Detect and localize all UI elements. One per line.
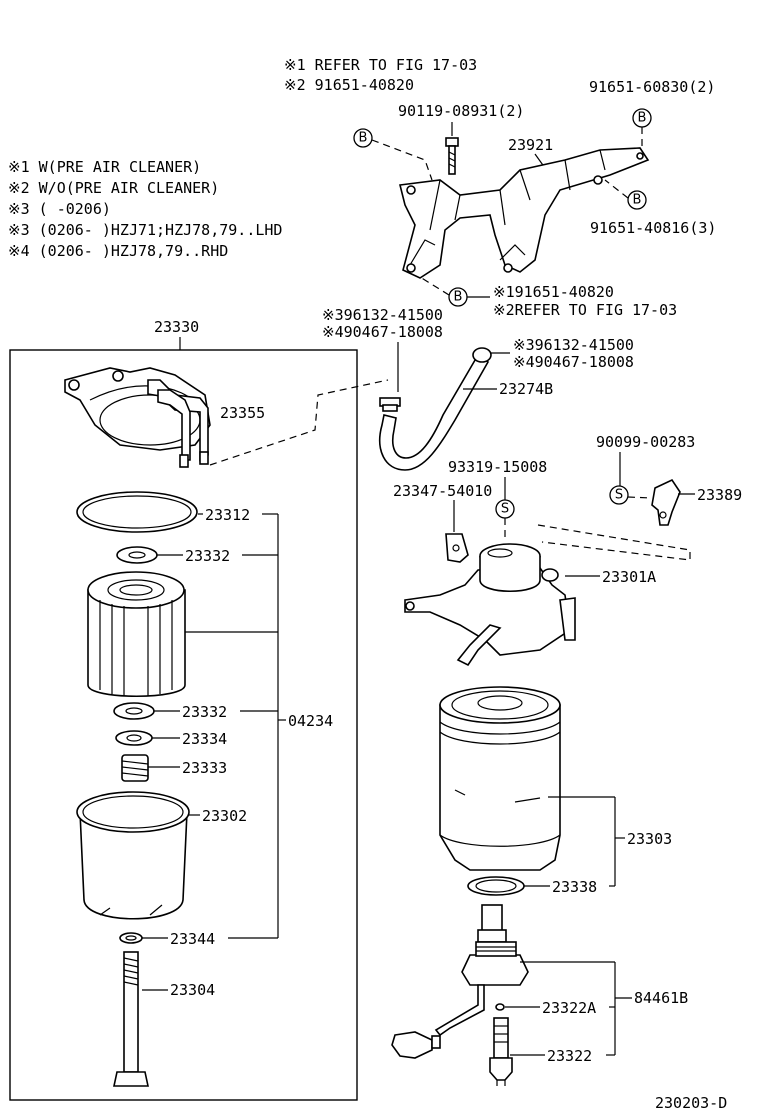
- legend-1: ※1 W(PRE AIR CLEANER): [8, 158, 201, 176]
- label-93319-15008: 93319-15008: [448, 458, 547, 476]
- label-23322a: 23322A: [542, 999, 596, 1017]
- dash-b-top-left: [371, 139, 433, 181]
- bolt-90119-08931: [445, 137, 459, 175]
- o-ring-23344: [119, 932, 143, 944]
- screw-mark-s-center: S: [495, 499, 515, 519]
- fuel-filter-23303: [439, 686, 561, 871]
- label-23355: 23355: [220, 404, 265, 422]
- label-04234: 04234: [288, 712, 333, 730]
- filter-case-23302: [76, 791, 190, 920]
- label-23332-lower: 23332: [182, 703, 227, 721]
- bolt-mark-b-text: B: [359, 131, 368, 146]
- bolt-mark-b-bottom: B: [448, 287, 468, 307]
- gasket-23312: [76, 491, 198, 533]
- label-96132-41500-b: ※396132-41500: [513, 336, 634, 354]
- clip-23389: [651, 478, 681, 526]
- bolt-mark-b-top-left: B: [353, 128, 373, 148]
- dash-screw-right: [627, 496, 653, 499]
- bolt-mark-b-text: B: [454, 290, 463, 305]
- bracket-23921: [399, 147, 650, 279]
- screw-mark-s-text: S: [501, 502, 509, 517]
- filter-cover-23355: [64, 367, 211, 468]
- screw-mark-s-right: S: [609, 485, 629, 505]
- gasket-23338: [467, 876, 525, 896]
- label-84461b: 84461B: [634, 989, 688, 1007]
- label-91651-40816: 91651-40816(3): [590, 219, 716, 237]
- washer-23332-lower: [113, 702, 155, 720]
- label-23389: 23389: [697, 486, 742, 504]
- assembly-box-23330: [9, 349, 358, 1101]
- note-91651-40820: ※2 91651-40820: [284, 76, 414, 94]
- label-90099-00283: 90099-00283: [596, 433, 695, 451]
- dash-link-23389: [537, 524, 691, 561]
- spring-23333: [121, 754, 149, 782]
- water-sensor-84461b: [391, 904, 529, 1059]
- label-23330: 23330: [154, 318, 199, 336]
- bolt-mark-b-top-right: B: [632, 108, 652, 128]
- o-ring-23322a: [495, 1003, 505, 1011]
- label-96132-41500-a: ※396132-41500: [322, 306, 443, 324]
- label-23301a: 23301A: [602, 568, 656, 586]
- label-90119-08931: 90119-08931(2): [398, 102, 524, 120]
- washer-23332-upper: [116, 546, 158, 564]
- priming-pump-23301a: [404, 543, 576, 667]
- label-23322: 23322: [547, 1047, 592, 1065]
- label-90467-18008-a: ※490467-18008: [322, 323, 443, 341]
- bolt-mark-b-text: B: [638, 111, 647, 126]
- label-23274b: 23274B: [499, 380, 553, 398]
- label-90467-18008-b: ※490467-18008: [513, 353, 634, 371]
- label-23347-54010: 23347-54010: [393, 482, 492, 500]
- sensor-probe-23322: [489, 1017, 513, 1086]
- label-91651-60830: 91651-60830(2): [589, 78, 715, 96]
- label-23312: 23312: [205, 506, 250, 524]
- legend-5: ※4 (0206- )HZJ78,79..RHD: [8, 242, 228, 260]
- seat-23334: [115, 730, 153, 746]
- legend-3: ※3 ( -0206): [8, 200, 111, 218]
- label-23338: 23338: [552, 878, 597, 896]
- label-23302: 23302: [202, 807, 247, 825]
- legend-2: ※2 W/O(PRE AIR CLEANER): [8, 179, 219, 197]
- hose-23274b: [378, 347, 492, 471]
- label-23334: 23334: [182, 730, 227, 748]
- legend-4: ※3 (0206- )HZJ71;HZJ78,79..LHD: [8, 221, 282, 239]
- note-bottom-2: ※2REFER TO FIG 17-03: [493, 301, 677, 319]
- label-23332-upper: 23332: [185, 547, 230, 565]
- label-23304: 23304: [170, 981, 215, 999]
- label-23921: 23921: [508, 136, 553, 154]
- center-bolt-23304: [113, 951, 149, 1087]
- dash-hose-connection: [209, 379, 389, 466]
- figure-id: 230203-D: [655, 1094, 727, 1112]
- bolt-mark-b-text: B: [633, 193, 642, 208]
- note-refer-fig: ※1 REFER TO FIG 17-03: [284, 56, 477, 74]
- note-bottom-1: ※191651-40820: [493, 283, 614, 301]
- bracket-23347-54010: [445, 533, 469, 563]
- filter-element: [87, 571, 186, 698]
- bolt-mark-b-right: B: [627, 190, 647, 210]
- label-23333: 23333: [182, 759, 227, 777]
- label-23303: 23303: [627, 830, 672, 848]
- screw-mark-s-text: S: [615, 488, 623, 503]
- label-23344: 23344: [170, 930, 215, 948]
- dash-b-right: [604, 179, 629, 199]
